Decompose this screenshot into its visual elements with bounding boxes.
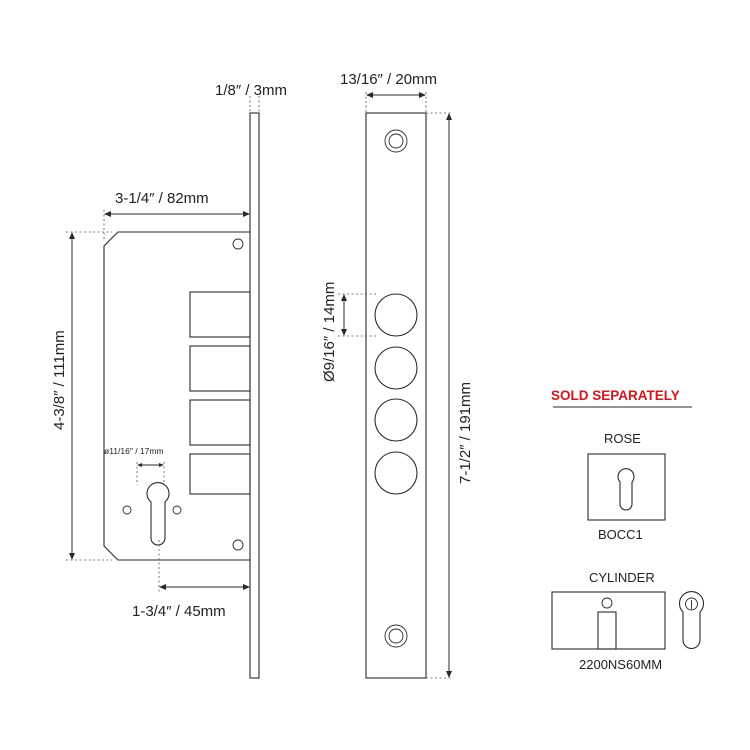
sold-separately-panel: SOLD SEPARATELY ROSE BOCC1 CYLINDER 2200… xyxy=(551,388,705,672)
dim-case-depth: 3-1/4″ / 82mm xyxy=(103,190,250,240)
faceplate-side xyxy=(249,112,260,679)
case-screw-hole-bottom xyxy=(232,539,244,551)
lock-case-body xyxy=(103,231,250,561)
dim-bolt-diameter: Ø9/16″ / 14mm xyxy=(321,282,378,382)
faceplate-screw-bottom-outer xyxy=(384,624,408,648)
bolt-tongue-3 xyxy=(189,399,251,446)
backset-label: 1-3/4″ / 45mm xyxy=(132,603,226,620)
case-height-label: 4-3/8″ / 111mm xyxy=(51,330,68,430)
dim-faceplate-thickness: 1/8″ / 3mm xyxy=(215,82,287,113)
bolt-round-2 xyxy=(374,346,418,390)
bolt-diameter-label: Ø9/16″ / 14mm xyxy=(321,282,338,382)
lock-case-side-view: 1/8″ / 3mm 3-1/4″ / 82mm 4-3/8″ / 111mm xyxy=(51,82,287,679)
faceplate-front-view: 13/16″ / 20mm Ø9/16″ / 14mm 7-1/2″ / 191… xyxy=(321,71,474,679)
cylinder-cam xyxy=(597,611,617,650)
case-screw-hole-top xyxy=(232,238,244,250)
dim-backset: 1-3/4″ / 45mm xyxy=(132,540,250,620)
case-depth-label: 3-1/4″ / 82mm xyxy=(115,190,209,207)
cylinder-cam-pin xyxy=(601,597,613,609)
cylinder-hole-label: ø11/16″ / 17mm xyxy=(104,446,164,456)
bolt-tongue-2 xyxy=(189,345,251,392)
cylinder-end-view xyxy=(678,590,705,649)
bolt-tongue-1 xyxy=(189,291,251,338)
cylinder-fixing-hole-right xyxy=(172,505,182,515)
faceplate-front xyxy=(365,112,427,679)
bolt-round-4 xyxy=(374,451,418,495)
cylinder-fixing-hole-left xyxy=(122,505,132,515)
cylinder-body xyxy=(551,591,666,650)
rose-euro-hole xyxy=(617,468,635,511)
faceplate-width-label: 13/16″ / 20mm xyxy=(340,71,437,88)
bolt-tongue-4 xyxy=(189,453,251,495)
dim-case-height: 4-3/8″ / 111mm xyxy=(51,231,112,561)
cylinder-label: CYLINDER xyxy=(589,570,655,585)
faceplate-thickness-label: 1/8″ / 3mm xyxy=(215,82,287,99)
faceplate-screw-bottom-inner xyxy=(388,628,404,644)
rose-plate xyxy=(587,453,666,521)
faceplate-screw-top-outer xyxy=(384,129,408,153)
faceplate-screw-top-inner xyxy=(388,133,404,149)
dim-faceplate-width: 13/16″ / 20mm xyxy=(340,71,437,113)
dim-cylinder-hole: ø11/16″ / 17mm xyxy=(104,446,165,485)
bolt-round-1 xyxy=(374,293,418,337)
cylinder-code: 2200NS60MM xyxy=(579,657,662,672)
rose-code: BOCC1 xyxy=(598,527,643,542)
keyhole-icon xyxy=(685,597,698,611)
bolt-round-3 xyxy=(374,398,418,442)
sold-separately-heading: SOLD SEPARATELY xyxy=(551,388,680,403)
rose-label: ROSE xyxy=(604,431,641,446)
dim-faceplate-height: 7-1/2″ / 191mm xyxy=(426,112,474,679)
faceplate-height-label: 7-1/2″ / 191mm xyxy=(457,382,474,484)
euro-cylinder-hole xyxy=(146,481,170,546)
